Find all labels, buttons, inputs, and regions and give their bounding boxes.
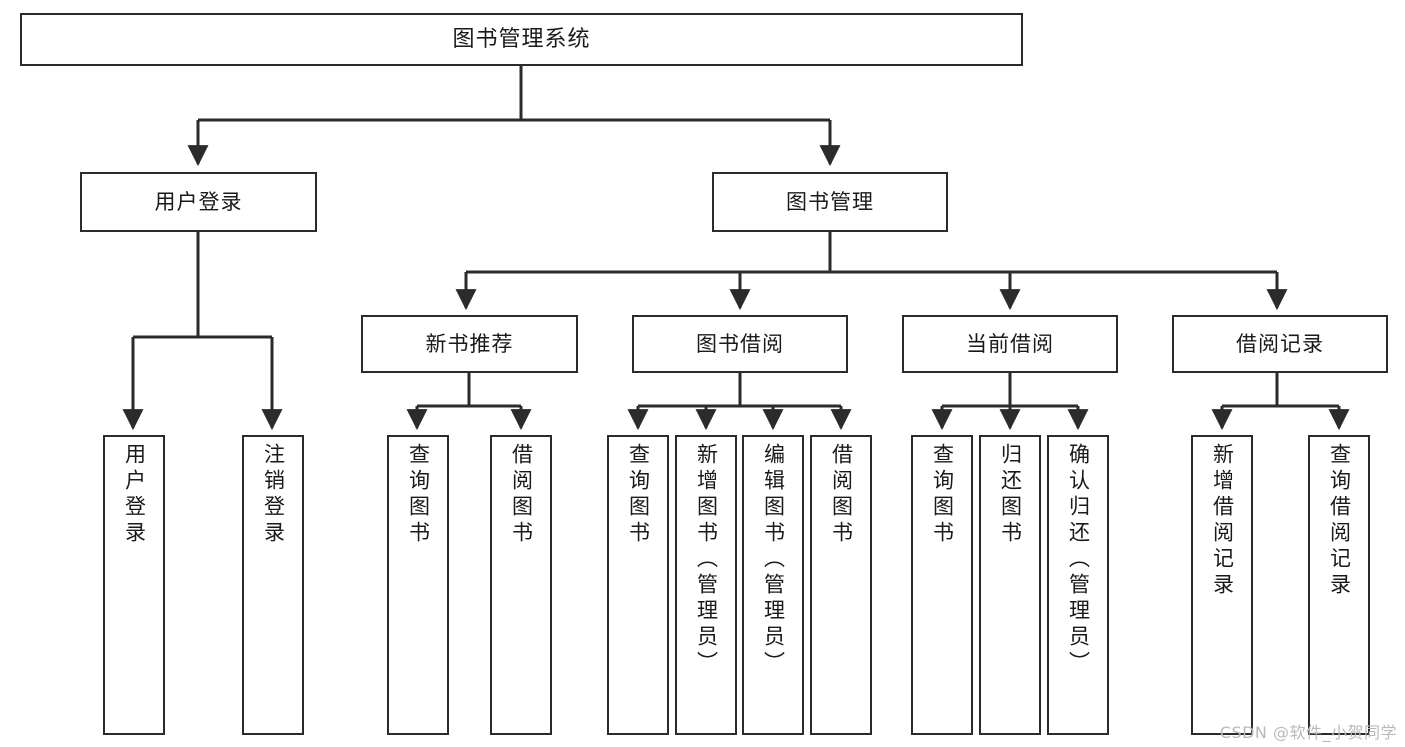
node-root-book-management-system[interactable]: 图书管理系统	[20, 13, 1023, 66]
node-label: 确认归还（管理员）	[1066, 443, 1091, 677]
leaf-add-borrowing-record[interactable]: 新增借阅记录	[1191, 435, 1253, 735]
node-label: 图书管理系统	[452, 26, 591, 52]
node-label: 新书推荐	[425, 331, 514, 356]
node-label: 查询图书	[406, 443, 431, 547]
leaf-confirm-return-admin[interactable]: 确认归还（管理员）	[1047, 435, 1109, 735]
node-label: 借阅图书	[829, 443, 854, 547]
leaf-add-book-admin[interactable]: 新增图书（管理员）	[675, 435, 737, 735]
leaf-query-borrowing-record[interactable]: 查询借阅记录	[1308, 435, 1370, 735]
leaf-query-book-current[interactable]: 查询图书	[911, 435, 973, 735]
leaf-return-book[interactable]: 归还图书	[979, 435, 1041, 735]
node-label: 图书借阅	[696, 331, 784, 356]
node-label: 注销登录	[261, 443, 286, 547]
leaf-borrow-book-borrowing[interactable]: 借阅图书	[810, 435, 872, 735]
node-book-borrowing[interactable]: 图书借阅	[632, 315, 848, 373]
node-label: 查询借阅记录	[1327, 443, 1352, 599]
node-label: 借阅图书	[509, 443, 534, 547]
node-label: 编辑图书（管理员）	[761, 443, 786, 677]
leaf-borrow-book-recommendation[interactable]: 借阅图书	[490, 435, 552, 735]
node-label: 归还图书	[998, 443, 1023, 547]
node-label: 借阅记录	[1236, 331, 1324, 356]
leaf-user-login[interactable]: 用户登录	[103, 435, 165, 735]
node-label: 查询图书	[930, 443, 955, 547]
node-current-borrowing[interactable]: 当前借阅	[902, 315, 1118, 373]
leaf-edit-book-admin[interactable]: 编辑图书（管理员）	[742, 435, 804, 735]
node-borrowing-records[interactable]: 借阅记录	[1172, 315, 1388, 373]
node-label: 查询图书	[626, 443, 651, 547]
node-label: 新增图书（管理员）	[694, 443, 719, 677]
leaf-query-book-recommendation[interactable]: 查询图书	[387, 435, 449, 735]
node-new-book-recommendation[interactable]: 新书推荐	[361, 315, 578, 373]
node-label: 当前借阅	[966, 331, 1054, 356]
node-label: 图书管理	[786, 189, 874, 214]
node-user-login[interactable]: 用户登录	[80, 172, 317, 232]
leaf-user-logout[interactable]: 注销登录	[242, 435, 304, 735]
node-label: 用户登录	[122, 443, 147, 547]
node-book-management[interactable]: 图书管理	[712, 172, 948, 232]
node-label: 新增借阅记录	[1210, 443, 1235, 599]
leaf-query-book-borrowing[interactable]: 查询图书	[607, 435, 669, 735]
node-label: 用户登录	[154, 189, 243, 214]
